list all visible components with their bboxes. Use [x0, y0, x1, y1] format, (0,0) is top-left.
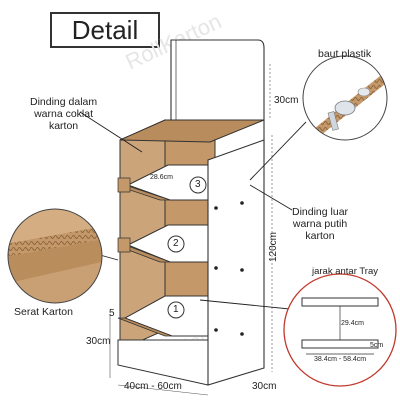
- fiber-closeup-ring: [7, 208, 103, 304]
- top-rim: [119, 119, 265, 143]
- inner-wall-line-2: warna coklat: [34, 108, 94, 120]
- shelf-number-1: 1: [173, 304, 179, 315]
- total-height-dimension: 120cm: [268, 231, 279, 262]
- width-dimension: 40cm - 60cm: [124, 381, 182, 392]
- support-2: [117, 237, 131, 253]
- depth-dimension: 30cm: [252, 381, 277, 392]
- pointer-tray: [199, 299, 301, 311]
- tray-width-value: 38.4cm - 58.4cm: [314, 356, 367, 363]
- width-dimension-line: [117, 384, 209, 396]
- tray-detail-bottom: [301, 339, 379, 349]
- tray-depth-dimension: 28.6cm: [150, 174, 173, 181]
- base-front: [117, 339, 209, 386]
- pointer-outer-wall: [249, 184, 293, 211]
- outer-wall-line-3: karton: [305, 230, 335, 242]
- title-text: Detail: [71, 14, 139, 45]
- inner-wall-line-1: Dinding dalam: [30, 96, 98, 108]
- pointer-fiber: [99, 254, 119, 261]
- shelf-number-circles: [167, 176, 207, 319]
- fiber-closeup: [8, 209, 102, 303]
- inner-wall-label: Dinding dalam warna coklat karton: [30, 96, 97, 132]
- tray-lip-value: 5cm: [370, 342, 384, 349]
- lip-dimension: 5: [109, 308, 115, 319]
- tray-spacing-label: jarak antar Tray: [312, 266, 378, 277]
- shelf-number-3: 3: [195, 179, 201, 190]
- bottom-height-dimension: 30cm: [86, 336, 111, 347]
- tray-detail-top: [301, 297, 379, 307]
- shelf-1-lip: [117, 317, 173, 337]
- plastic-bolt-label: baut plastik: [318, 48, 372, 60]
- support-3: [117, 177, 131, 193]
- bolt-dots: [214, 201, 244, 336]
- outer-wall-line-1: Dinding luar: [292, 206, 349, 218]
- tray-gap-value: 29.4cm: [341, 320, 364, 327]
- pointer-bolt: [249, 121, 307, 181]
- outer-wall-label: Dinding luar warna putih karton: [292, 206, 348, 242]
- bolt-closeup: [303, 56, 387, 140]
- bolt-closeup-ring: [302, 55, 388, 141]
- pointer-inner-wall: [79, 111, 143, 153]
- inner-wall-line-3: karton: [48, 120, 79, 132]
- shelf-number-2: 2: [173, 238, 179, 249]
- cardboard-fiber-label: Serat Karton: [14, 306, 73, 318]
- outer-wall-line-2: warna putih: [292, 218, 348, 230]
- top-height-dimension: 30cm: [274, 95, 299, 106]
- outer-side-wall: [207, 139, 265, 386]
- title-box: Detail: [50, 12, 160, 48]
